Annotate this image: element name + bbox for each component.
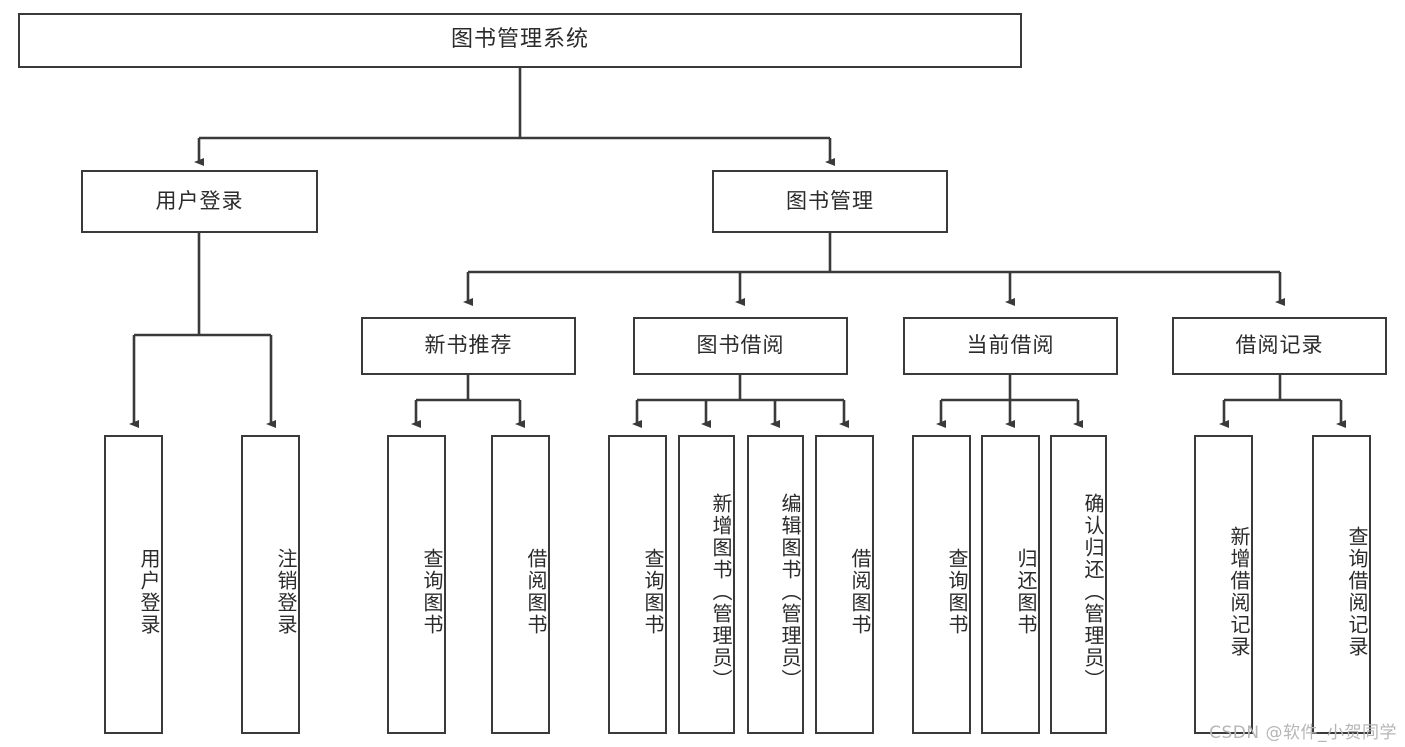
leaf-label: 查询图书 xyxy=(420,547,444,636)
leaf-label: 确认归还（管理员） xyxy=(1081,492,1105,691)
leaf-label: 新增借阅记录 xyxy=(1227,525,1251,658)
leaf-current-borrow-return[interactable]: 归还图书 xyxy=(981,435,1040,734)
leaf-label: 查询图书 xyxy=(945,547,969,636)
watermark-text: CSDN @软件_小贺同学 xyxy=(1209,723,1397,743)
leaf-book-borrow-add[interactable]: 新增图书（管理员） xyxy=(678,435,735,734)
leaf-borrow-record-add[interactable]: 新增借阅记录 xyxy=(1194,435,1253,734)
leaf-label: 借阅图书 xyxy=(848,547,872,636)
leaf-label: 用户登录 xyxy=(137,547,161,636)
leaf-label: 查询图书 xyxy=(641,547,665,636)
node-root[interactable]: 图书管理系统 xyxy=(18,13,1022,68)
leaf-label: 新增图书（管理员） xyxy=(709,492,733,691)
node-borrow-record[interactable]: 借阅记录 xyxy=(1172,317,1387,375)
leaf-new-book-query[interactable]: 查询图书 xyxy=(387,435,446,734)
leaf-borrow-record-query[interactable]: 查询借阅记录 xyxy=(1312,435,1371,734)
leaf-user-login-logout[interactable]: 注销登录 xyxy=(241,435,300,734)
leaf-user-login-login[interactable]: 用户登录 xyxy=(104,435,163,734)
leaf-current-borrow-confirm[interactable]: 确认归还（管理员） xyxy=(1050,435,1107,734)
leaf-label: 归还图书 xyxy=(1014,547,1038,636)
node-user-login[interactable]: 用户登录 xyxy=(81,170,318,233)
leaf-label: 借阅图书 xyxy=(524,547,548,636)
leaf-label: 编辑图书（管理员） xyxy=(778,492,802,691)
leaf-book-borrow-edit[interactable]: 编辑图书（管理员） xyxy=(747,435,804,734)
node-book-borrow[interactable]: 图书借阅 xyxy=(633,317,848,375)
leaf-current-borrow-query[interactable]: 查询图书 xyxy=(912,435,971,734)
leaf-book-borrow-borrow[interactable]: 借阅图书 xyxy=(815,435,874,734)
node-current-borrow[interactable]: 当前借阅 xyxy=(903,317,1118,375)
leaf-new-book-borrow[interactable]: 借阅图书 xyxy=(491,435,550,734)
node-new-book-recommend[interactable]: 新书推荐 xyxy=(361,317,576,375)
node-book-management[interactable]: 图书管理 xyxy=(712,170,948,233)
leaf-label: 注销登录 xyxy=(274,547,298,636)
leaf-label: 查询借阅记录 xyxy=(1345,525,1369,658)
leaf-book-borrow-query[interactable]: 查询图书 xyxy=(608,435,667,734)
